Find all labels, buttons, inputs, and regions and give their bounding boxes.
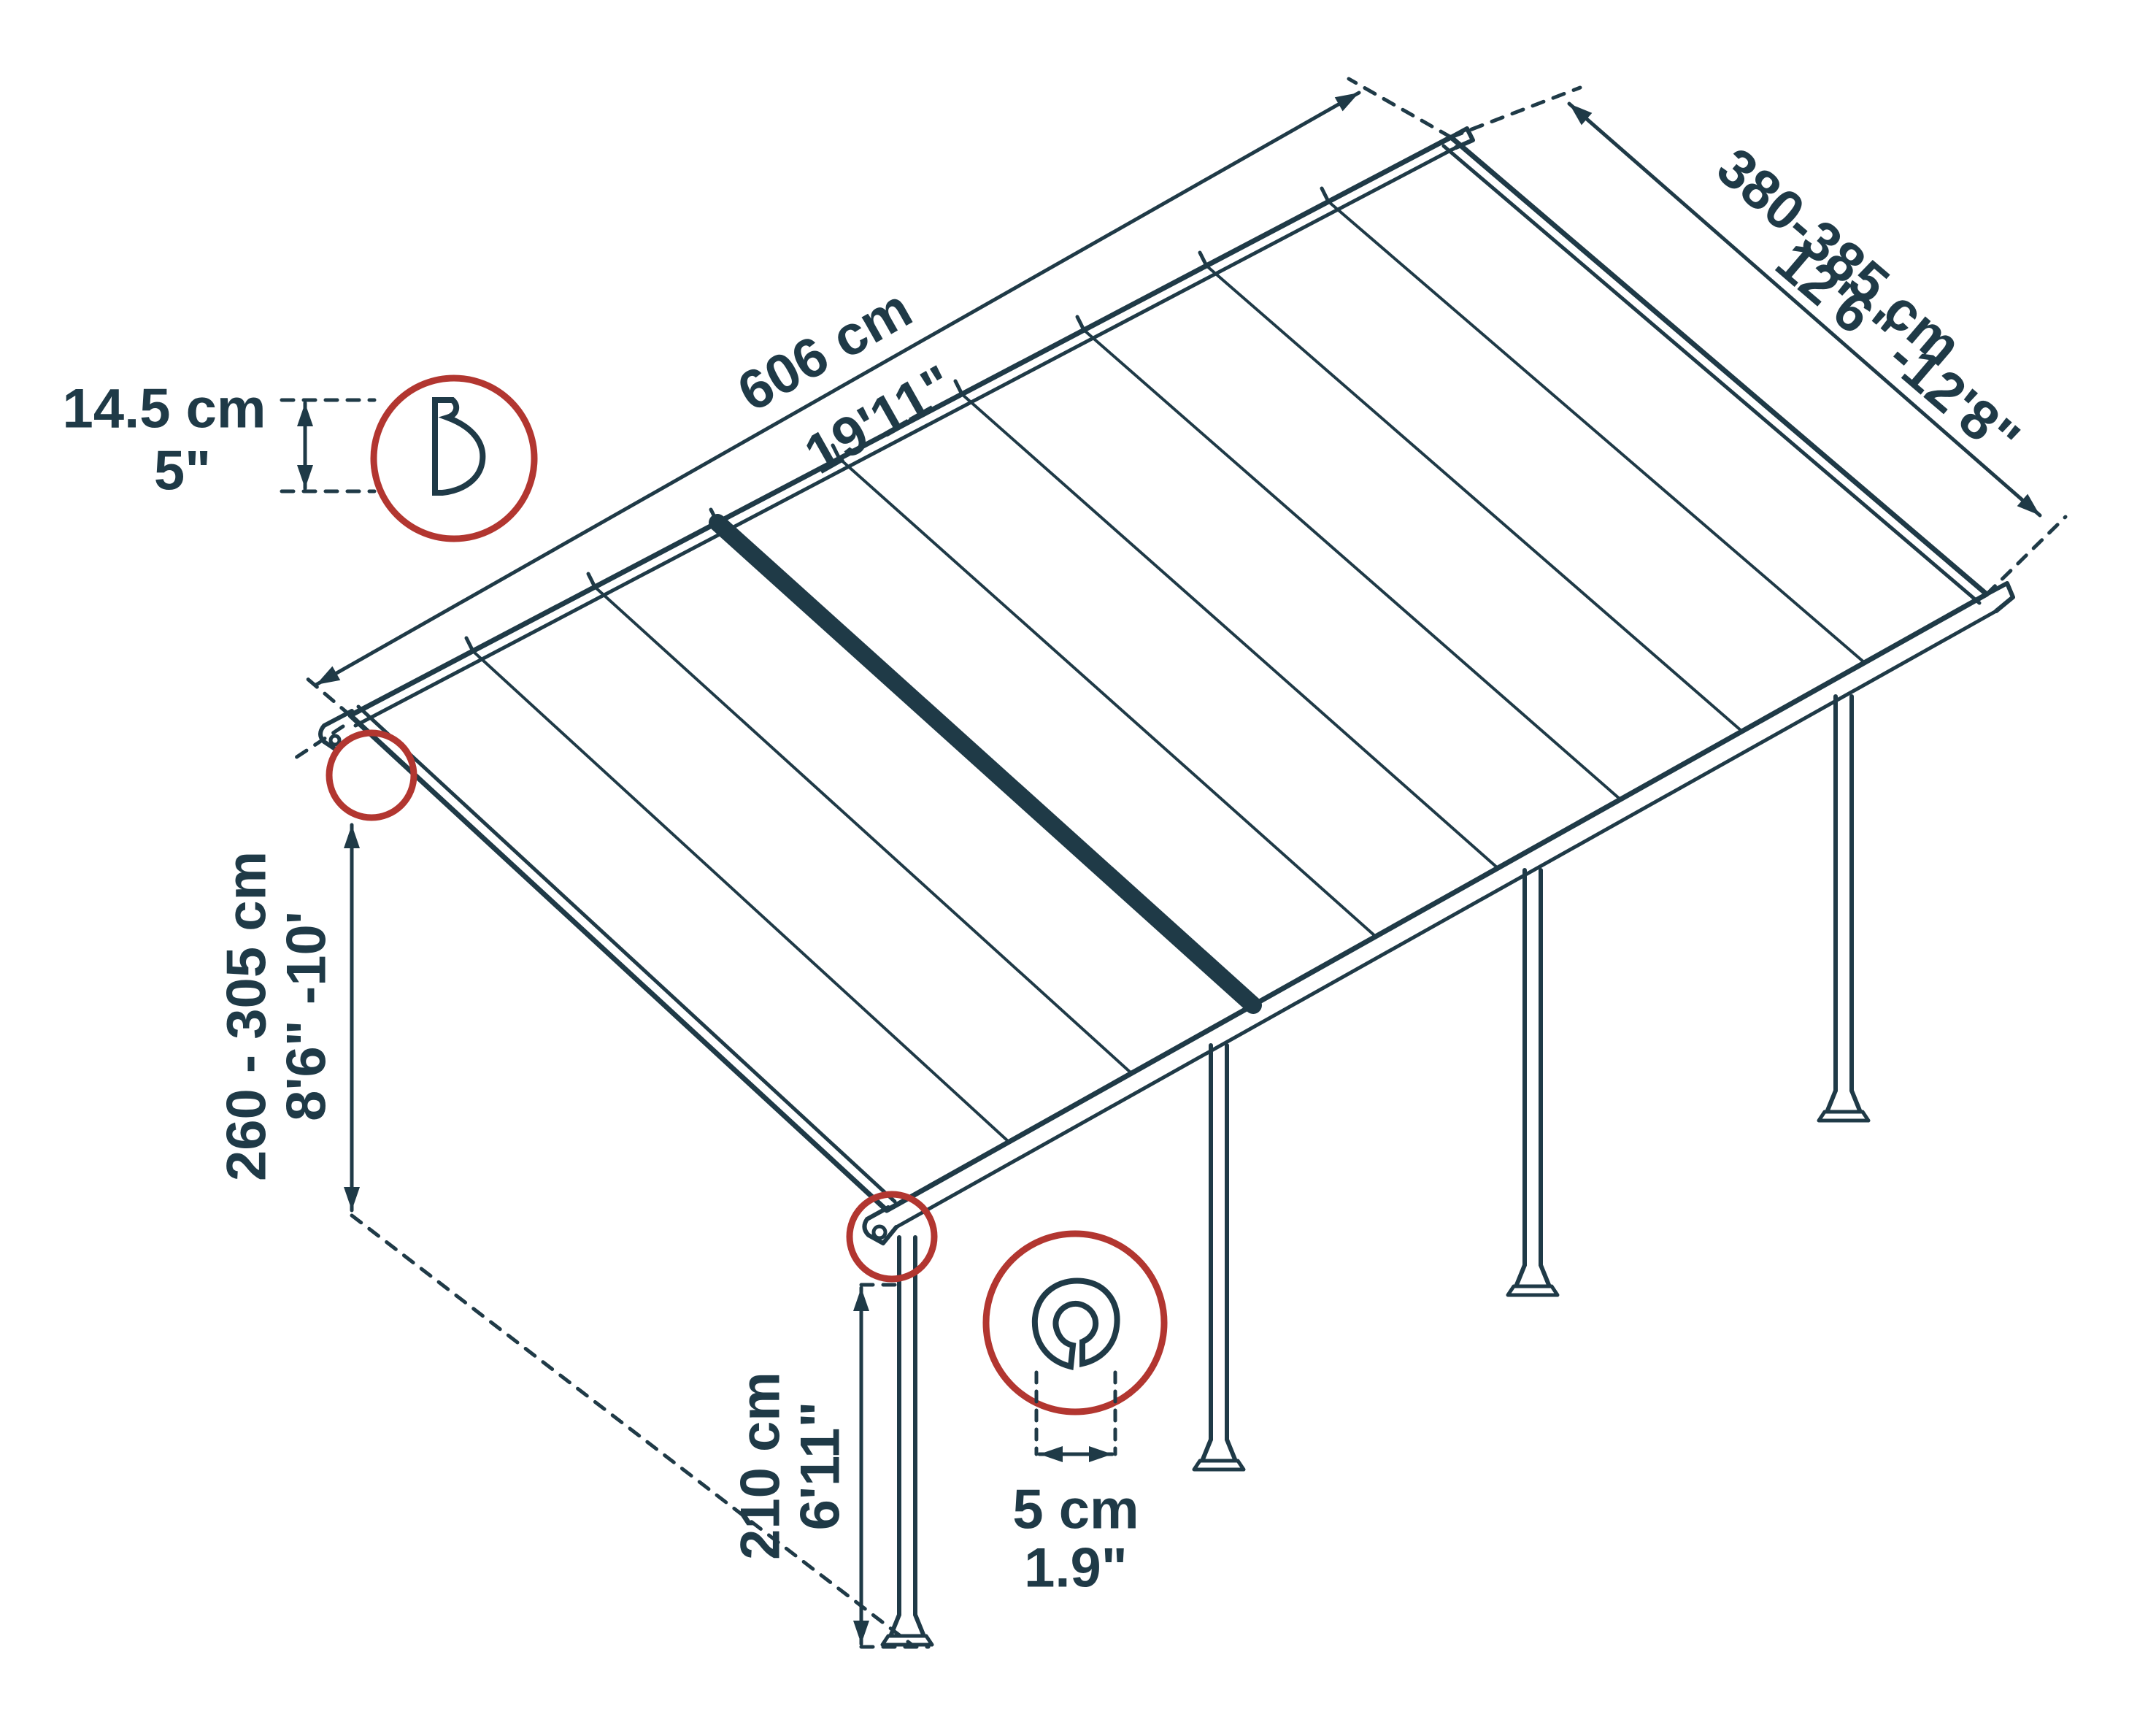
post-height-imperial-label: 6'11": [790, 1402, 852, 1531]
corner-bracket-circle-front: [846, 1191, 938, 1283]
support-posts: [880, 694, 1871, 1647]
post-profile-detail-circle: [982, 1230, 1168, 1415]
post-base-anchor: [1817, 1110, 1871, 1123]
post-width-dimension: 5 cm 1.9": [982, 1230, 1168, 1599]
profile-height-metric-label: 14.5 cm: [63, 378, 266, 440]
support-post-second: [1192, 1043, 1246, 1472]
post-width-metric-label: 5 cm: [1012, 1479, 1139, 1541]
support-post-third: [1506, 868, 1560, 1297]
wall-end-pin: [328, 734, 342, 747]
post-base-anchor: [880, 1634, 934, 1647]
dimension-arrow: [314, 91, 1361, 687]
clearance-imperial-label: 8'6" -10': [276, 911, 338, 1121]
wall-end-bracket: [318, 709, 354, 753]
support-post-right: [1817, 694, 1871, 1123]
gutter-profile-glyph: [432, 397, 486, 496]
left-bar-inner-edge: [356, 704, 897, 1204]
extension-line: [1984, 515, 2068, 596]
corner-bracket-circle-left: [326, 729, 417, 821]
post-base-anchor: [1192, 1459, 1246, 1472]
extension-line: [1449, 85, 1582, 139]
front-beam-end-pin: [871, 1224, 888, 1240]
profile-height-imperial-label: 5": [154, 440, 211, 502]
post-base-anchor: [1506, 1284, 1560, 1297]
dimension-arrow: [1567, 101, 2042, 518]
canopy-roof: [318, 126, 2015, 1245]
support-post-front-left: [880, 1235, 934, 1647]
extension-line: [299, 671, 353, 718]
post-width-imperial-label: 1.9": [1024, 1537, 1128, 1599]
post-profile-glyph: [1031, 1278, 1120, 1371]
front-beam-lower-edge: [894, 609, 1998, 1229]
extension-line: [291, 724, 345, 761]
profile-height-dimension: 14.5 cm 5": [63, 374, 538, 542]
front-beam-end-bracket: [862, 1205, 898, 1245]
post-height-metric-label: 210 cm: [730, 1372, 792, 1560]
right-corner-cap: [1984, 581, 2015, 613]
extension-line: [1347, 77, 1453, 139]
clearance-height-dimension: 260 - 305 cm 8'6" -10': [216, 724, 913, 1646]
post-height-dimension: 210 cm 6'11": [730, 1191, 938, 1649]
clearance-metric-label: 260 - 305 cm: [216, 851, 278, 1181]
ground-reference-line: [350, 1213, 913, 1646]
gutter-profile-detail-circle: [370, 374, 538, 542]
